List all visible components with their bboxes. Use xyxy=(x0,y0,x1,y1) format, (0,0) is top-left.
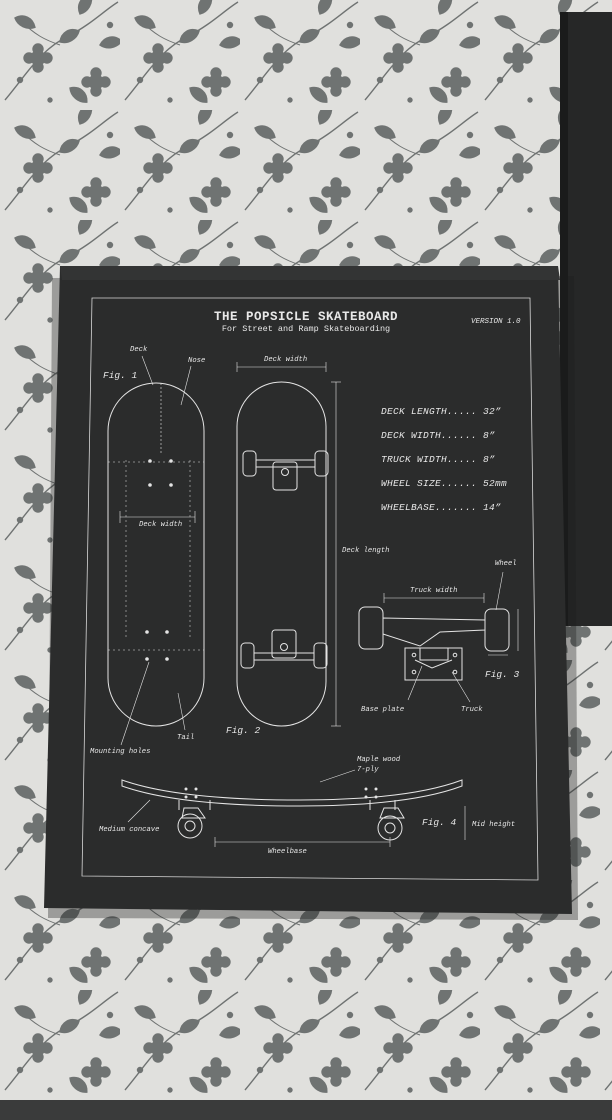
fig2-front-truck xyxy=(242,450,329,491)
blueprint-canvas xyxy=(44,266,572,914)
fig2-label: Fig. 2 xyxy=(226,725,261,736)
fig2-rear-truck xyxy=(240,629,328,669)
spec-wheel-size: WHEEL SIZE...... 52mm xyxy=(381,478,508,489)
label-truck-width: Truck width xyxy=(410,587,458,595)
fig4-side-view xyxy=(121,779,463,841)
fig3-truck-detail xyxy=(358,606,510,681)
fig3-label: Fig. 3 xyxy=(485,669,520,680)
poster-version: VERSION 1.0 xyxy=(471,318,521,326)
label-mounting-holes: Mounting holes xyxy=(90,748,151,756)
fig1-deck-outline xyxy=(107,382,205,727)
floor-strip xyxy=(0,1100,612,1120)
label-medium-concave: Medium concave xyxy=(99,826,160,834)
label-deck-width-top: Deck width xyxy=(264,356,308,364)
fig4-label: Fig. 4 xyxy=(422,817,457,828)
label-deck-width-side: Deck width xyxy=(139,521,183,529)
poster-subtitle: For Street and Ramp Skateboarding xyxy=(221,324,391,334)
label-mid-height: Mid height xyxy=(472,821,516,829)
label-maple-wood: Maple wood xyxy=(357,756,401,764)
spec-wheelbase: WHEELBASE....... 14” xyxy=(381,502,502,513)
spec-truck-width: TRUCK WIDTH..... 8” xyxy=(381,454,496,465)
label-base-plate: Base plate xyxy=(361,706,405,714)
fig1-mounting-holes xyxy=(145,459,173,661)
label-wheel: Wheel xyxy=(495,560,517,568)
spec-deck-width: DECK WIDTH...... 8” xyxy=(381,430,496,441)
fig1-label: Fig. 1 xyxy=(103,370,138,381)
label-wheelbase: Wheelbase xyxy=(268,848,307,856)
poster-title: THE POPSICLE SKATEBOARD xyxy=(213,310,399,324)
label-tail: Tail xyxy=(177,734,195,742)
spec-deck-length: DECK LENGTH..... 32” xyxy=(381,406,502,417)
second-canvas-edge xyxy=(560,12,612,626)
inner-frame xyxy=(81,297,539,881)
label-seven-ply: 7-ply xyxy=(357,766,379,774)
label-deck-length: Deck length xyxy=(342,547,390,555)
label-deck: Deck xyxy=(130,346,148,354)
label-nose: Nose xyxy=(188,357,206,365)
fig2-deck-outline xyxy=(236,381,327,727)
label-truck: Truck xyxy=(461,706,483,714)
